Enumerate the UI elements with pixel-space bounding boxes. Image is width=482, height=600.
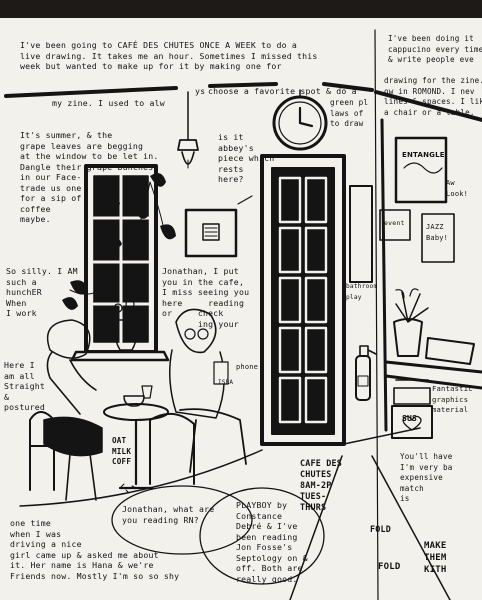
playboy-answer-text: PLAYBOY by Constance Debré & I've been r… (236, 500, 308, 584)
page-top-edge (0, 0, 482, 18)
speech-bubble-jonathan-question (111, 485, 253, 555)
phone-text: phone (236, 363, 259, 371)
poster-title: ENTANGLE (402, 151, 445, 159)
my-zine-text: my zine. I used to alw (52, 98, 165, 108)
fold-label-2: FOLD (378, 562, 401, 572)
cafe-hours-sign: CAFE DES CHUTES 8AM-2P TUES- THURS (300, 458, 342, 512)
side-window (349, 185, 373, 283)
green-plant-text: green pl laws of to draw (330, 98, 369, 128)
youll-have-text: You'll have I'm very ba expensive match … (400, 452, 453, 503)
door (271, 167, 335, 435)
lamp-icon (177, 91, 199, 169)
straight-postured-text: Here I am all Straight & postured (4, 360, 46, 412)
oat-milk-text: OAT MILK COFF (112, 436, 132, 466)
person-left (43, 319, 103, 501)
fantastic-text: Fantastic graphics material (432, 384, 473, 414)
ceiling-line-left (4, 82, 374, 98)
aw-look-text: Aw Look! (446, 179, 469, 198)
jonathan-question-text: Jonathan, what are you reading RN? (122, 504, 215, 525)
cafe-window (70, 164, 170, 362)
plant-icon (393, 288, 429, 357)
jazz-sign-text: JAZZ Baby! (426, 223, 449, 242)
sus-text: SUS (402, 414, 418, 423)
jonathan-cafe-text: Jonathan, I put you in the cafe, I miss … (162, 266, 250, 329)
register (425, 337, 475, 365)
hana-story-text: one time when I was driving a nice girl … (10, 518, 180, 581)
bathroom-text: bathroom play (346, 283, 378, 301)
so-silly-text: So silly. I AM such a hunchER When I wor… (6, 266, 78, 318)
ceiling-line-right (374, 90, 482, 122)
flower-vase (108, 299, 138, 351)
wall-art-frame (184, 208, 238, 258)
door-frame (260, 154, 346, 446)
person-jonathan (169, 308, 247, 473)
fire-extinguisher-icon (355, 345, 377, 401)
speech-bubble-playboy (199, 487, 325, 585)
poster-frame (394, 136, 448, 204)
always-tail-text: ys (195, 86, 206, 96)
counter (384, 360, 482, 390)
chair-right (149, 413, 195, 485)
wall-art (202, 223, 220, 241)
choose-spot-text: choose a favorite spot & do a (208, 86, 357, 96)
intro-text: I've been going to CAFÉ DES CHUTES ONCE … (20, 40, 318, 71)
page-fold-line (374, 29, 379, 600)
wall-corner (380, 118, 388, 432)
event-sign (379, 209, 411, 241)
clock-icon (272, 89, 328, 151)
sign-board (289, 455, 451, 600)
book (213, 361, 229, 385)
abbey-piece-text: is it abbey's piece which rests here? (218, 132, 275, 184)
sus-box (391, 405, 433, 439)
jazz-sign (421, 213, 455, 263)
chair-left (29, 411, 55, 491)
fold-label-1: FOLD (370, 524, 391, 534)
summer-grapes-text: It's summer, & the grape leaves are begg… (20, 130, 159, 224)
make-them-kith-text: MAKE THEM KITH (424, 541, 447, 575)
event-sign-text: event (384, 219, 405, 227)
door-panes (278, 176, 328, 424)
heart-icon (402, 415, 422, 431)
drawing-zine-text: drawing for the zine. ow in ROMOND. I ne… (384, 76, 482, 117)
floor-line (19, 427, 421, 507)
book-label: ISRA (218, 379, 234, 386)
intro-text-right: I've been doing it cappucino every time … (388, 34, 482, 64)
